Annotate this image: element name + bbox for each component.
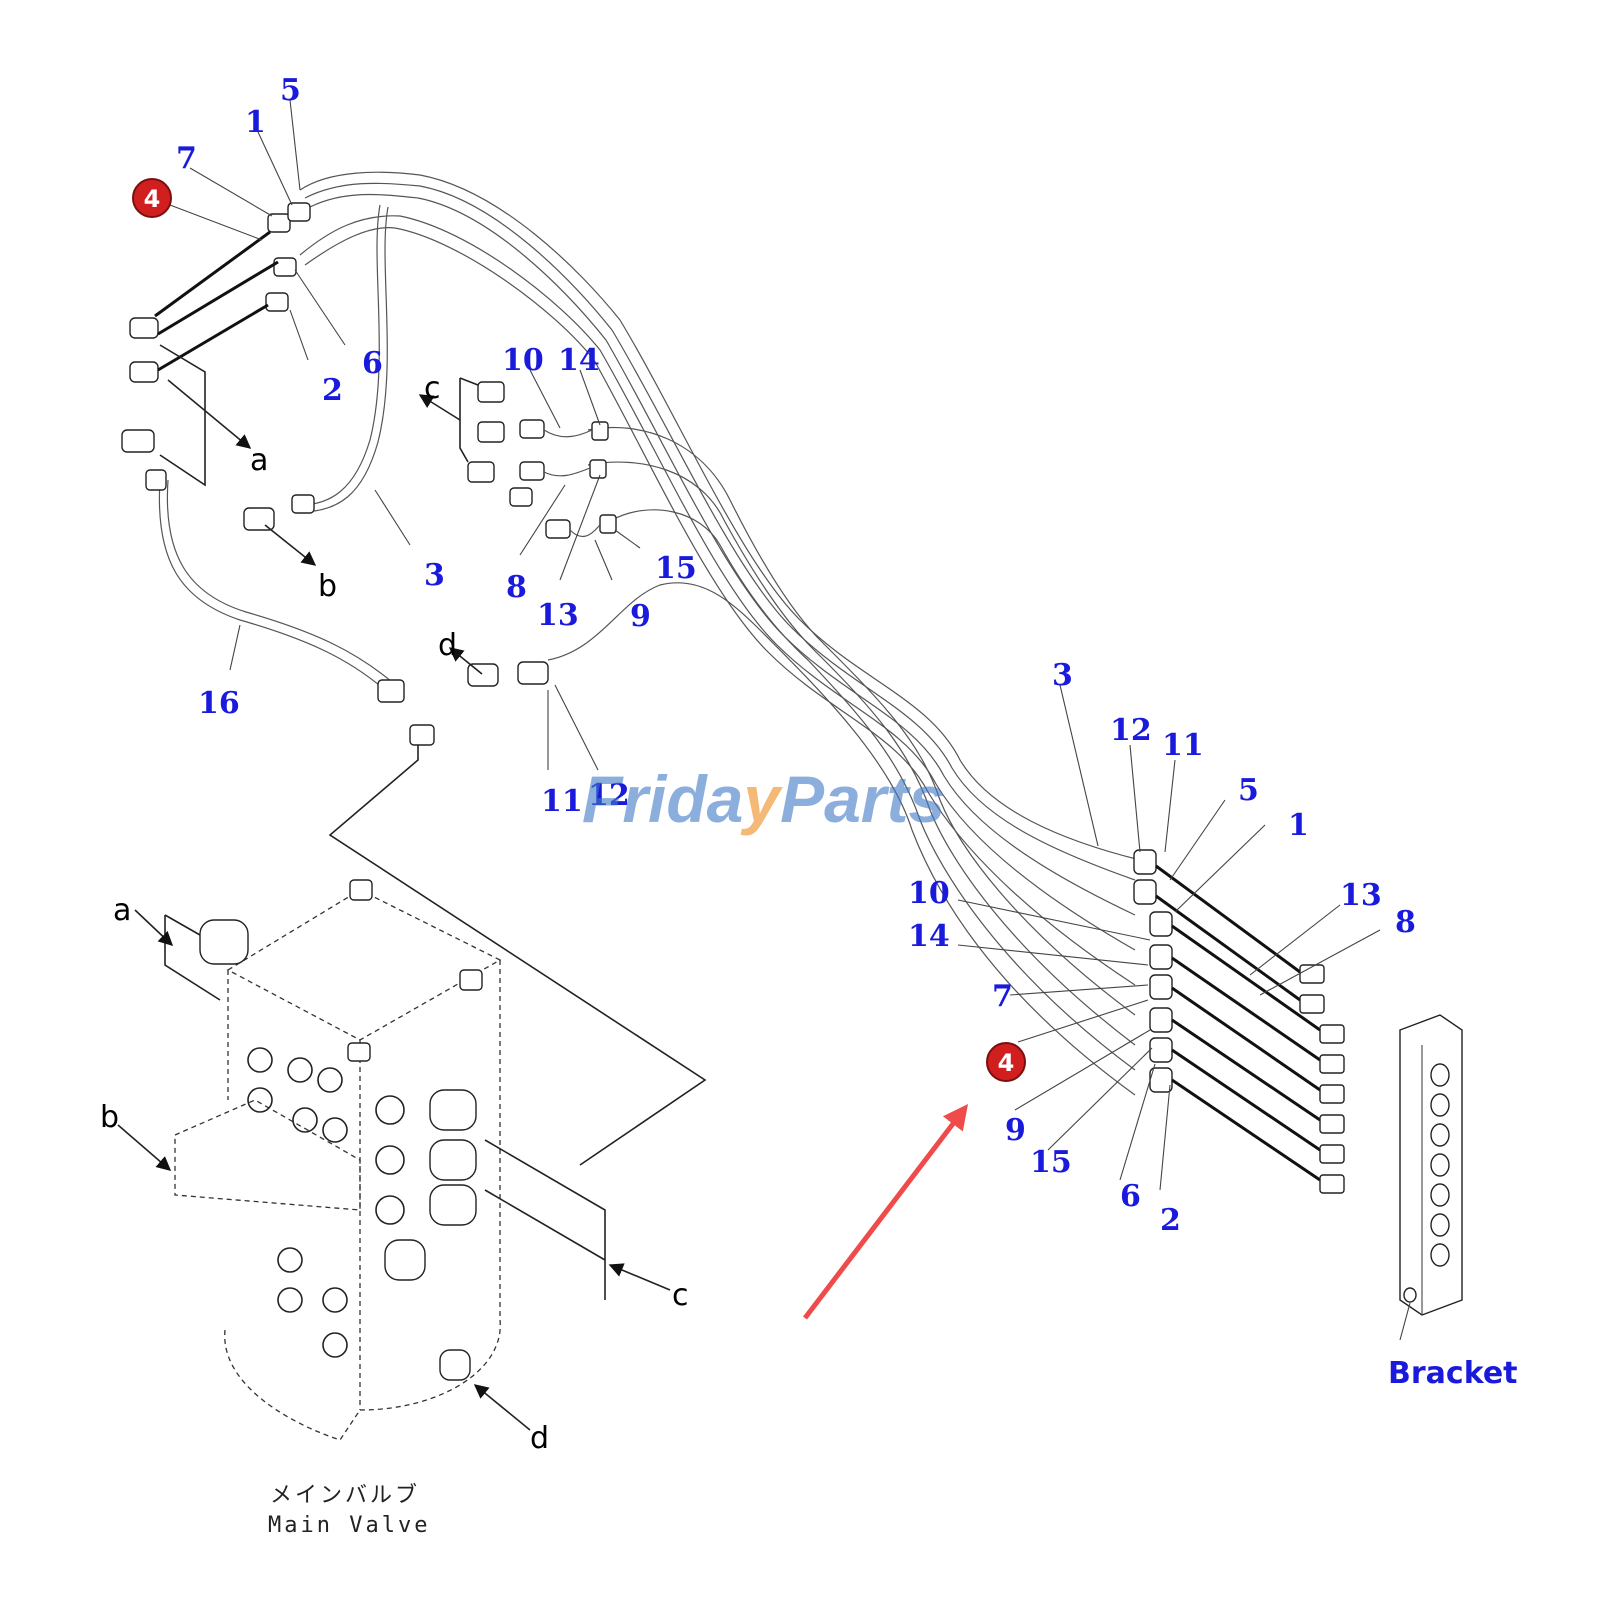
badge-4-bottom-right: 4 xyxy=(986,1042,1026,1082)
callout-10: 10 xyxy=(502,343,544,378)
callout-1: 1 xyxy=(245,105,266,140)
hose-3-end xyxy=(291,494,315,514)
fitting-2 xyxy=(265,292,289,312)
callout-11: 11 xyxy=(541,784,583,819)
callout-13-right: 13 xyxy=(1340,878,1382,913)
letter-c: c xyxy=(424,371,441,406)
callout-9-right: 9 xyxy=(1005,1113,1026,1148)
hose-16-end-top xyxy=(145,469,167,491)
callout-13: 13 xyxy=(537,598,579,633)
c-group-fittings xyxy=(328,377,707,1166)
callout-10-right: 10 xyxy=(908,876,950,911)
hose-16-end-bottom xyxy=(377,679,405,703)
top-left-fittings xyxy=(121,202,315,531)
hose-bundle xyxy=(299,171,1141,1096)
callout-8-right: 8 xyxy=(1395,905,1416,940)
callout-2: 2 xyxy=(322,373,343,408)
svg-text:FridayParts: FridayParts xyxy=(582,762,945,836)
callout-7: 7 xyxy=(176,141,197,176)
letter-a: a xyxy=(250,443,268,478)
callout-15-right: 15 xyxy=(1030,1145,1072,1180)
callout-14: 14 xyxy=(558,343,600,378)
bracket-label: Bracket xyxy=(1388,1356,1518,1391)
fridayparts-watermark-logo: FridayParts xyxy=(582,762,945,836)
callout-7-right: 7 xyxy=(992,979,1013,1014)
main-valve-label-jp: メインバルブ xyxy=(270,1483,420,1508)
main-valve xyxy=(164,879,606,1441)
callout-3: 3 xyxy=(424,558,445,593)
callout-15: 15 xyxy=(655,551,697,586)
callout-14-right: 14 xyxy=(908,919,950,954)
callout-16: 16 xyxy=(198,686,240,721)
callout-12: 12 xyxy=(588,778,630,813)
letter-a-valve: a xyxy=(113,893,131,928)
main-valve-label-en: Main Valve xyxy=(268,1513,430,1538)
hose-16-edge xyxy=(166,479,393,683)
callout-5: 5 xyxy=(280,73,301,108)
callout-5-right: 5 xyxy=(1238,773,1259,808)
elbow-a1 xyxy=(129,317,159,339)
callout-numbers: 5 1 7 6 2 10 14 3 8 13 15 9 16 11 12 3 1… xyxy=(176,73,1416,1238)
letter-c-valve: c xyxy=(672,1278,689,1313)
letter-b: b xyxy=(318,569,337,604)
bracket xyxy=(1399,1014,1463,1341)
fitting-b xyxy=(243,507,275,531)
right-connector-stack xyxy=(1133,849,1345,1194)
callout-3-right: 3 xyxy=(1052,658,1073,693)
hose-16 xyxy=(158,479,386,691)
reference-arrows xyxy=(117,379,671,1431)
leader-lines xyxy=(169,99,1381,1191)
svg-text:4: 4 xyxy=(144,185,161,213)
callout-1-right: 1 xyxy=(1288,808,1309,843)
elbow-a3 xyxy=(121,429,155,453)
red-arrow-icon xyxy=(803,1104,969,1320)
letter-d-valve: d xyxy=(530,1421,549,1456)
fitting-11-12 xyxy=(517,661,549,685)
svg-text:4: 4 xyxy=(998,1049,1015,1077)
elbow-a2 xyxy=(129,361,159,383)
fitting-1 xyxy=(287,202,311,222)
callout-8: 8 xyxy=(506,570,527,605)
callout-2-right: 2 xyxy=(1160,1203,1181,1238)
letter-b-valve: b xyxy=(100,1100,119,1135)
badge-4-top-left: 4 xyxy=(132,178,172,218)
callout-11-right: 11 xyxy=(1162,728,1204,763)
callout-12-right: 12 xyxy=(1110,713,1152,748)
callout-6: 6 xyxy=(362,346,383,381)
callout-6-right: 6 xyxy=(1120,1179,1141,1214)
fitting-7 xyxy=(267,213,291,233)
fitting-6 xyxy=(273,257,297,277)
callout-9: 9 xyxy=(630,599,651,634)
letter-d: d xyxy=(438,628,457,663)
reference-letters: a b c d a b c d xyxy=(100,371,689,1456)
